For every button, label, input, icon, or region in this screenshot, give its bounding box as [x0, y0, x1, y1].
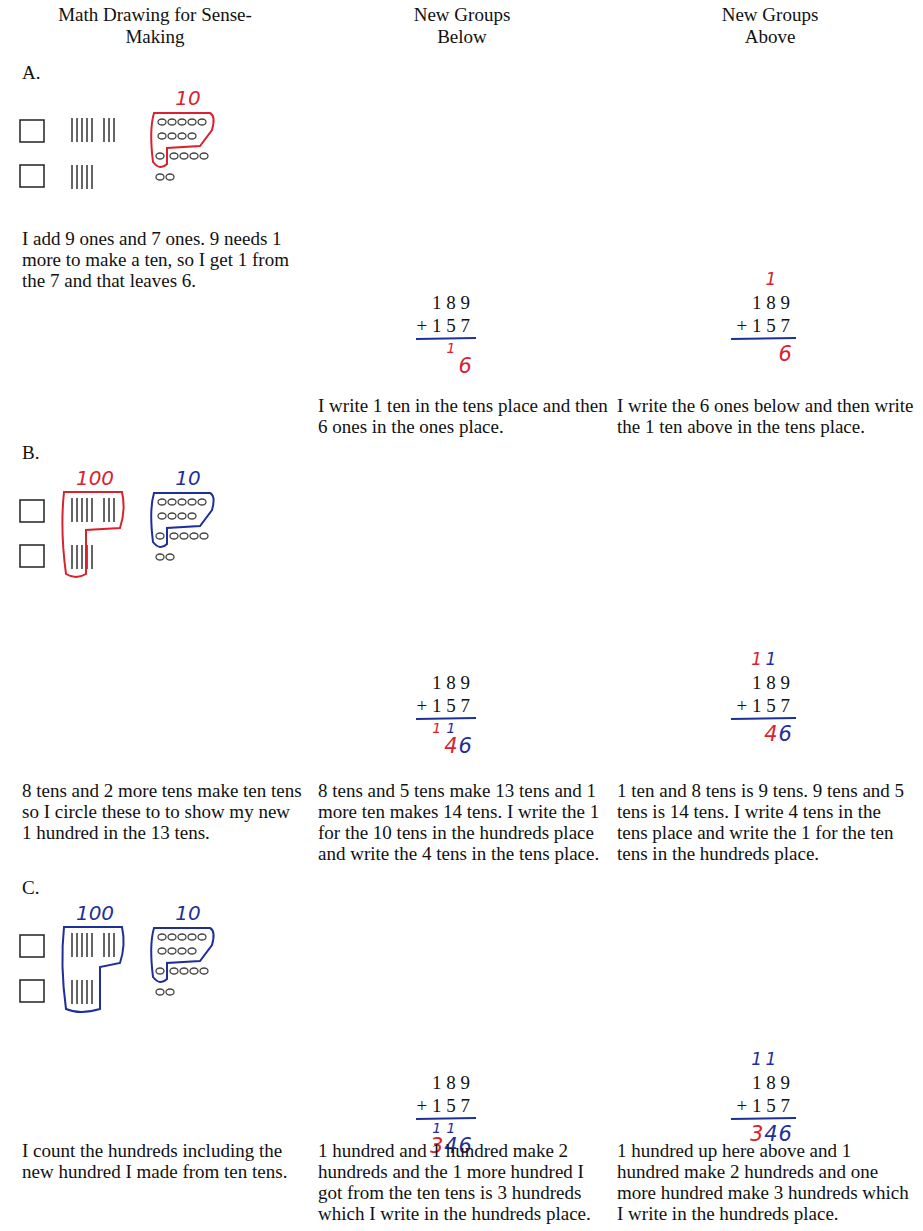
- sum-line: [731, 1118, 796, 1119]
- explanation-text: I write the 6 ones below and then write …: [617, 395, 915, 437]
- sum-digit: 4: [764, 724, 777, 745]
- section-letter: C.: [22, 877, 39, 899]
- ten-tens-loop: [62, 492, 123, 577]
- drawing-a: [20, 118, 208, 189]
- carry-digit: 1: [447, 1121, 456, 1135]
- explanation-text: 8 tens and 2 more tens make ten tens so …: [22, 780, 302, 843]
- carry-digit: 1: [432, 1121, 441, 1135]
- group-label: 100: [76, 468, 114, 488]
- explanation-text: I write 1 ten in the tens place and then…: [318, 395, 608, 437]
- sum-digit: 6: [459, 736, 472, 757]
- section-letter: A.: [22, 62, 40, 84]
- carry-digit: 1: [766, 271, 777, 288]
- ten-ones-loop: [151, 928, 213, 982]
- drawing-c: [20, 933, 208, 1004]
- ten-ones-loop: [151, 493, 213, 547]
- group-label: 10: [175, 88, 200, 108]
- addend-number: 1 8 9: [432, 1072, 470, 1094]
- section-letter: B.: [22, 442, 39, 464]
- explanation-text: 1 ten and 8 tens is 9 tens. 9 tens and 5…: [617, 780, 915, 864]
- sum-digit: 4: [444, 736, 457, 757]
- addend-number: 1 8 9: [752, 1072, 790, 1094]
- group-label: 10: [175, 903, 200, 923]
- addend-number: + 1 5 7: [417, 1095, 470, 1117]
- tens-loop: [62, 927, 123, 1012]
- carry-digit: 1: [751, 651, 762, 668]
- ten-ones-loop: [151, 113, 213, 167]
- column-heading: Math Drawing for Sense-Making: [55, 4, 255, 48]
- carry-digit: 1: [432, 721, 441, 735]
- sum-lines: [416, 338, 796, 1119]
- explanation-text: 1 hundred and 1 hundred make 2 hundreds …: [318, 1140, 608, 1224]
- sum-digit: 6: [459, 356, 472, 377]
- sum-line: [416, 338, 476, 339]
- carry-digit: 1: [447, 341, 456, 355]
- group-label: 10: [175, 468, 200, 488]
- carry-digit: 1: [751, 1051, 762, 1068]
- addend-number: 1 8 9: [432, 292, 470, 314]
- addend-number: 1 8 9: [752, 292, 790, 314]
- group-label: 100: [76, 903, 114, 923]
- carry-digit: 1: [766, 1051, 777, 1068]
- column-heading: New Groups Above: [710, 4, 830, 48]
- addend-number: 1 8 9: [432, 672, 470, 694]
- sum-line: [416, 718, 476, 719]
- sum-line: [731, 718, 796, 719]
- addend-number: + 1 5 7: [737, 315, 790, 337]
- addend-number: 1 8 9: [752, 672, 790, 694]
- carry-digit: 1: [766, 651, 777, 668]
- drawing-b: [20, 498, 208, 569]
- addend-number: + 1 5 7: [417, 315, 470, 337]
- column-heading: New Groups Below: [402, 4, 522, 48]
- sum-digit: 6: [779, 724, 792, 745]
- explanation-text: I add 9 ones and 7 ones. 9 needs 1 more …: [22, 228, 302, 291]
- explanation-text: 1 hundred up here above and 1 hundred ma…: [617, 1140, 915, 1224]
- addend-number: + 1 5 7: [737, 695, 790, 717]
- addend-number: + 1 5 7: [417, 695, 470, 717]
- addend-number: + 1 5 7: [737, 1095, 790, 1117]
- sum-line: [416, 1118, 476, 1119]
- sum-line: [731, 338, 796, 339]
- sum-digit: 6: [779, 344, 792, 365]
- carry-digit: 1: [447, 721, 456, 735]
- explanation-text: I count the hundreds including the new h…: [22, 1140, 302, 1182]
- explanation-text: 8 tens and 5 tens make 13 tens and 1 mor…: [318, 780, 608, 864]
